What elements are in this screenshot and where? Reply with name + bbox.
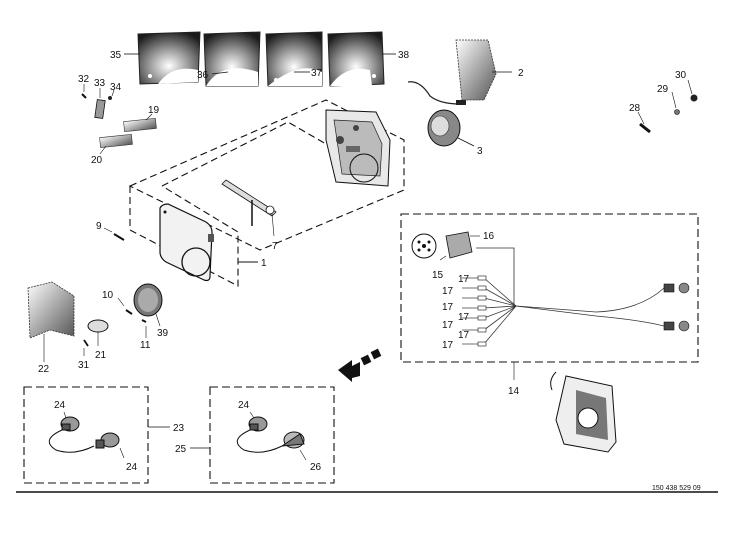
label-31: 31	[78, 360, 90, 371]
label-39: 39	[157, 328, 169, 339]
label-17-f: 17	[458, 330, 470, 341]
direction-arrow	[338, 348, 382, 382]
label-22: 22	[38, 364, 50, 375]
cover-lens-35	[137, 31, 201, 85]
hardware-28-30	[637, 79, 698, 134]
label-38: 38	[398, 50, 410, 61]
screw-9	[103, 227, 125, 241]
label-16: 16	[483, 231, 495, 242]
label-36: 36	[197, 70, 209, 81]
label-17-g: 17	[442, 340, 454, 351]
part-labels: 35 36 37 38 2 3 30 29 28 32 33 34 19 20 …	[38, 50, 701, 492]
rear-lamp-assembly	[550, 371, 617, 453]
lamp-housing-interior	[325, 109, 391, 187]
adapter-box-23	[23, 386, 170, 484]
round-lamp-3	[407, 81, 475, 147]
label-20: 20	[91, 155, 103, 166]
adapter-box-25	[190, 386, 335, 484]
label-1: 1	[261, 258, 267, 269]
drawing-reference-number: 150 438 529 09	[652, 485, 701, 492]
cover-lens-38	[327, 31, 385, 87]
assembly-outline-inner	[129, 121, 327, 287]
label-34: 34	[110, 82, 122, 93]
lens-ring-39	[133, 283, 163, 327]
label-11: 11	[140, 340, 151, 351]
label-17-d: 17	[458, 312, 470, 323]
label-14: 14	[508, 386, 520, 397]
label-28: 28	[629, 103, 641, 114]
screws-10-11	[117, 297, 147, 338]
hardware-32-34	[81, 84, 115, 119]
label-3: 3	[477, 146, 483, 157]
label-35: 35	[110, 50, 122, 61]
label-23: 23	[173, 423, 185, 434]
screw-31	[83, 339, 89, 356]
bracket-7	[221, 179, 277, 237]
plate-22	[27, 281, 75, 362]
label-30: 30	[675, 70, 687, 81]
harness-box-14	[400, 213, 699, 380]
label-37: 37	[311, 68, 323, 79]
label-29: 29	[657, 84, 669, 95]
leaders-top-lenses	[124, 53, 396, 75]
label-33: 33	[94, 78, 106, 89]
label-17-b: 17	[442, 286, 454, 297]
label-25: 25	[175, 444, 187, 455]
label-24-b: 24	[126, 462, 138, 473]
cover-lens-36	[203, 31, 261, 87]
label-9: 9	[96, 221, 102, 232]
label-2: 2	[518, 68, 524, 79]
label-10: 10	[102, 290, 114, 301]
label-24-c: 24	[238, 400, 250, 411]
lamp-housing-1	[159, 203, 214, 282]
label-7: 7	[272, 241, 278, 252]
label-21: 21	[95, 350, 107, 361]
reflector-strip-19	[123, 113, 157, 132]
reflector-strip-20	[99, 134, 133, 155]
label-17-a: 17	[458, 274, 470, 285]
label-32: 32	[78, 74, 90, 85]
label-17-c: 17	[442, 302, 454, 313]
cover-lens-37	[265, 31, 323, 87]
label-24-a: 24	[54, 400, 66, 411]
label-19: 19	[148, 105, 160, 116]
reflector-shield-2	[455, 39, 512, 101]
label-17-e: 17	[442, 320, 454, 331]
reflector-21	[87, 319, 109, 346]
label-26: 26	[310, 462, 322, 473]
label-15: 15	[432, 270, 444, 281]
